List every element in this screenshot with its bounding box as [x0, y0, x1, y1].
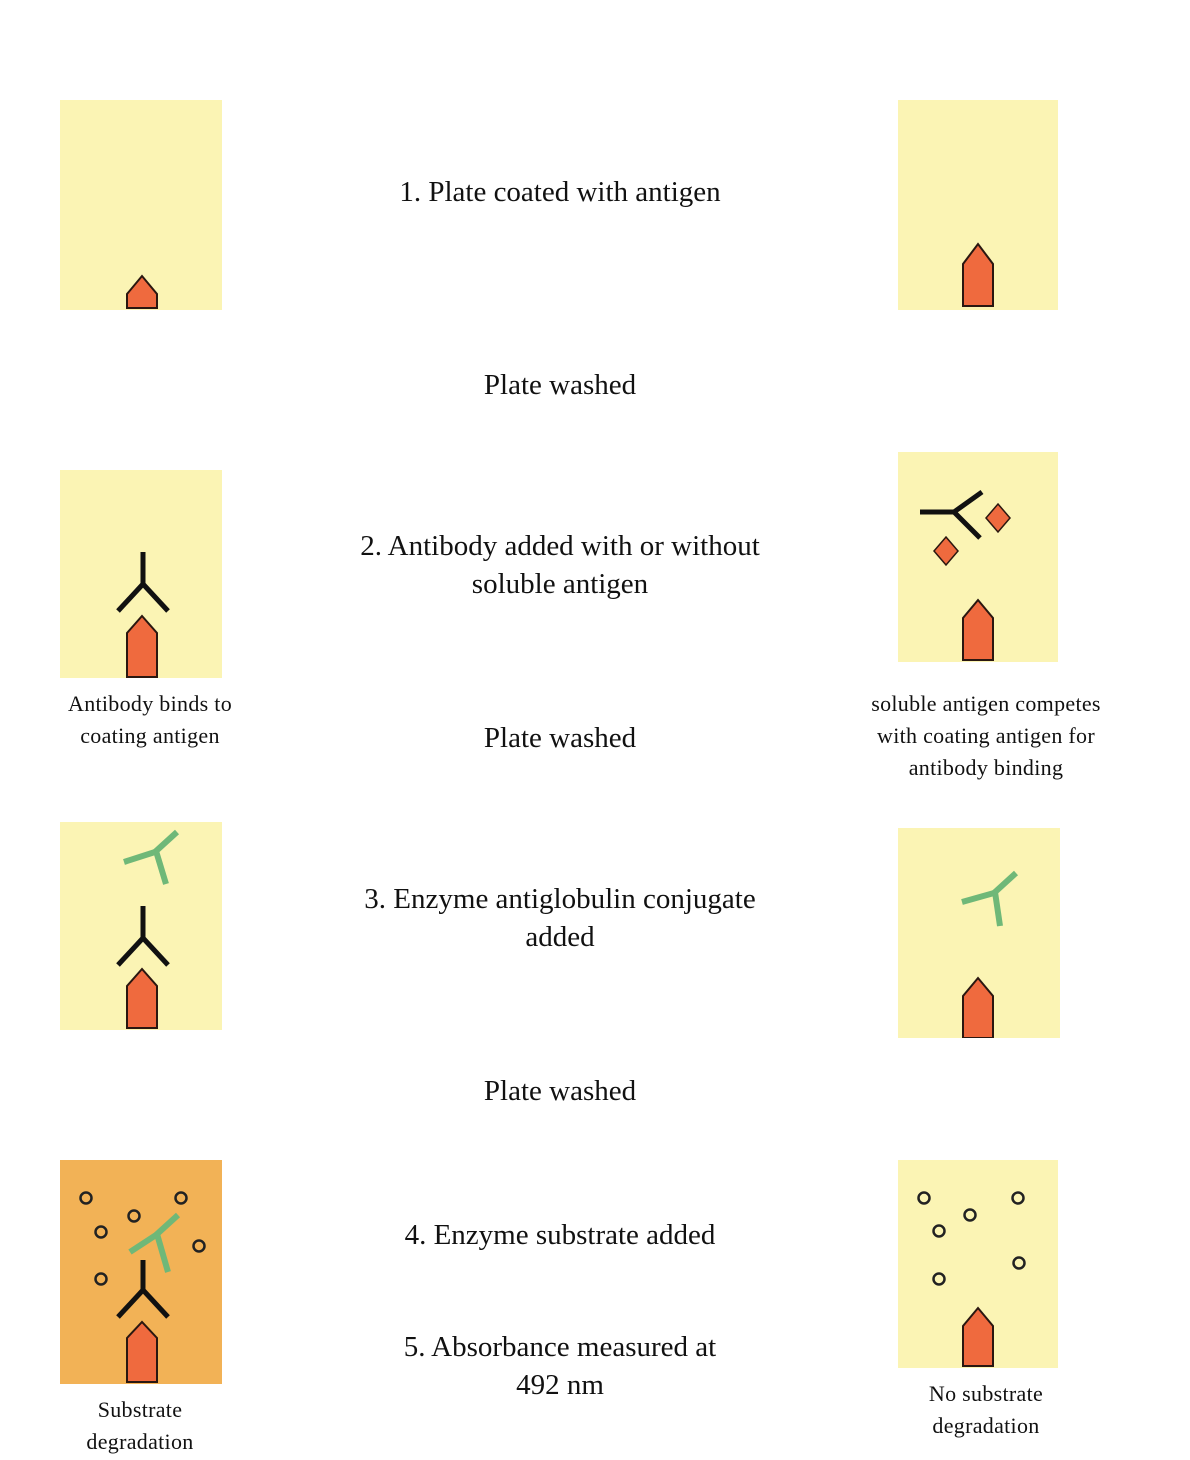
step3-label-line2: added: [330, 918, 790, 956]
right-competition-caption-line2: with coating antigen for: [836, 720, 1136, 752]
right-competition-caption-line1: soluble antigen competes: [836, 688, 1136, 720]
well-right-step4: [898, 1160, 1058, 1368]
right-result-caption: No substrate degradation: [856, 1378, 1116, 1442]
left-binding-caption-line2: coating antigen: [30, 720, 270, 752]
step5-label-line2: 492 nm: [330, 1366, 790, 1404]
step5-label-line1: 5. Absorbance measured at: [330, 1328, 790, 1366]
right-competition-caption-line3: antibody binding: [836, 752, 1136, 784]
well-left-step3: [60, 822, 222, 1030]
well-left-step4: [60, 1160, 222, 1384]
wash2-label: Plate washed: [330, 719, 790, 757]
step4-label: 4. Enzyme substrate added: [330, 1216, 790, 1254]
wash3-label: Plate washed: [330, 1072, 790, 1110]
left-binding-caption: Antibody binds to coating antigen: [30, 688, 270, 752]
well-right-step1: [898, 100, 1058, 310]
step2-label-line2: soluble antigen: [330, 565, 790, 603]
left-result-caption-line2: degradation: [20, 1426, 260, 1458]
step1-label: 1. Plate coated with antigen: [330, 173, 790, 211]
well-left-step2: [60, 470, 222, 678]
left-result-caption: Substrate degradation: [20, 1394, 260, 1458]
right-result-caption-line2: degradation: [856, 1410, 1116, 1442]
left-binding-caption-line1: Antibody binds to: [30, 688, 270, 720]
right-competition-caption: soluble antigen competes with coating an…: [836, 688, 1136, 784]
well-right-step3: [898, 828, 1060, 1038]
well-right-step2: [898, 452, 1058, 662]
left-result-caption-line1: Substrate: [20, 1394, 260, 1426]
step2-label-line1: 2. Antibody added with or without: [330, 527, 790, 565]
right-result-caption-line1: No substrate: [856, 1378, 1116, 1410]
well-left-step1: [60, 100, 222, 310]
step3-label-line1: 3. Enzyme antiglobulin conjugate: [330, 880, 790, 918]
wash1-label: Plate washed: [330, 366, 790, 404]
